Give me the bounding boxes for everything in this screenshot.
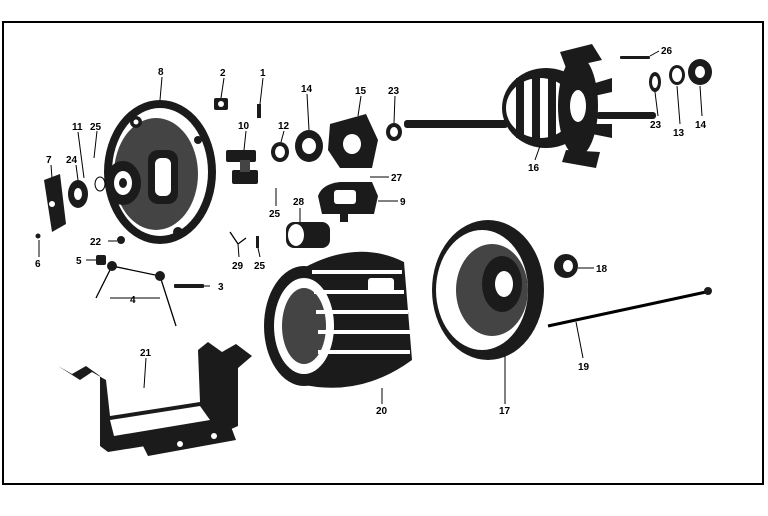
diagram-border: [2, 21, 764, 485]
callout-16: 16: [528, 163, 540, 174]
part-8-end-housing: [104, 100, 216, 244]
callout-labels: 1 2 8 11 25 7 24 10 12 14 15 23 27 9 25 …: [35, 46, 707, 417]
callout-29: 29: [232, 261, 244, 272]
callout-5: 5: [76, 256, 82, 267]
callout-22: 22: [90, 237, 102, 248]
part-18-bearing: [554, 254, 578, 278]
part-12-washer: [271, 142, 289, 162]
callout-14b: 14: [695, 120, 707, 131]
part-15-brush-holder: [328, 114, 378, 168]
callout-18: 18: [596, 264, 608, 275]
callout-23a: 23: [388, 86, 400, 97]
callout-25c: 25: [254, 261, 266, 272]
part-22-nut: [117, 236, 125, 244]
part-29-clip: [229, 231, 259, 248]
callout-15: 15: [355, 86, 367, 97]
callout-8: 8: [158, 67, 164, 78]
part-11-spring: [94, 176, 106, 192]
part-23-ring-left: [386, 123, 402, 141]
callout-20: 20: [376, 406, 388, 417]
callout-26: 26: [661, 46, 673, 57]
callout-14a: 14: [301, 84, 313, 95]
callout-27: 27: [391, 173, 403, 184]
part-17-drive-end-housing: [432, 220, 544, 360]
callout-28: 28: [293, 197, 305, 208]
part-19-through-bolt: [547, 287, 712, 328]
callout-13: 13: [673, 128, 685, 139]
part-28-bushing: [286, 222, 330, 248]
part-10-brush-plate: [226, 150, 258, 184]
part-21-base-bracket: [58, 342, 252, 456]
callout-1: 1: [260, 68, 266, 79]
callout-24: 24: [66, 155, 78, 166]
callout-2: 2: [220, 68, 226, 79]
part-20-stator-frame: [264, 251, 412, 388]
part-1-screw: [257, 104, 261, 118]
callout-23b: 23: [650, 120, 662, 131]
callout-6: 6: [35, 259, 41, 270]
part-13-washer: [669, 65, 685, 85]
part-4-mounting-bracket: [95, 261, 177, 327]
part-6-screw: [35, 233, 41, 239]
callout-4: 4: [130, 295, 136, 306]
callout-11: 11: [72, 122, 83, 133]
part-24-seal: [68, 180, 88, 208]
part-14-bearing-left: [295, 130, 323, 162]
leader-lines: [38, 50, 703, 404]
part-9-capacitor: [318, 182, 378, 222]
callout-12: 12: [278, 121, 290, 132]
part-14-bearing-right: [688, 59, 712, 85]
callout-3: 3: [218, 282, 224, 293]
part-2-terminal: [214, 98, 228, 110]
callout-21: 21: [140, 348, 152, 359]
part-3-bolt: [174, 284, 204, 288]
part-23-ring-right: [649, 72, 661, 92]
callout-25a: 25: [90, 122, 102, 133]
callout-25b: 25: [269, 209, 281, 220]
callout-17: 17: [499, 406, 511, 417]
callout-9: 9: [400, 197, 406, 208]
callout-7: 7: [46, 155, 52, 166]
part-26-pin: [620, 56, 650, 59]
part-16-rotor: [404, 44, 656, 168]
callout-10: 10: [238, 121, 250, 132]
callout-19: 19: [578, 362, 590, 373]
part-7-cover-plate: [44, 174, 66, 232]
part-5-nut: [96, 255, 106, 265]
